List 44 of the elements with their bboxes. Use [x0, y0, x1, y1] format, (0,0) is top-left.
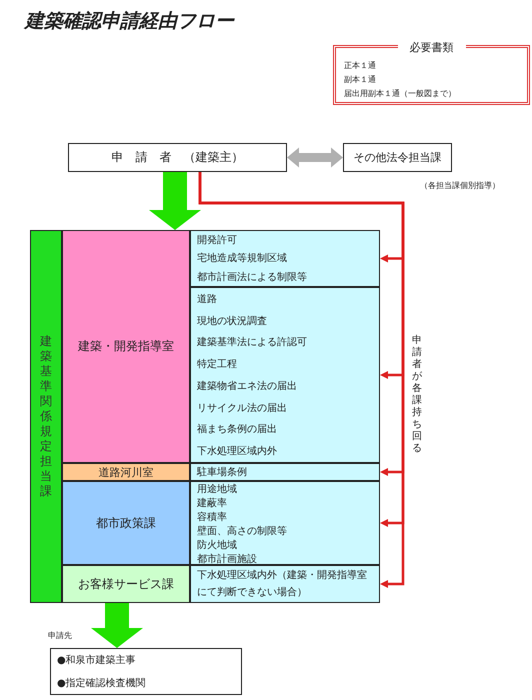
list-item: リサイクル法の届出 [197, 402, 288, 415]
list-item: 下水処理区域内外 [197, 444, 278, 458]
list-item: 建蔽率 [197, 496, 228, 510]
list-item: 副本１通 [344, 74, 377, 84]
list-item: 防火地域 [197, 538, 238, 552]
list-item: 建築物省エネ法の届出 [197, 380, 298, 393]
band-label: 建築基準関係規定担当課 [40, 334, 52, 499]
list-item: ●和泉市建築主事 [57, 654, 137, 668]
department-box: その他法令担当課 [343, 143, 452, 172]
note-text: （各担当課個別指導） [420, 180, 500, 191]
list-item: 特定工程 [197, 358, 238, 372]
list-item: 福まち条例の届出 [197, 422, 278, 436]
department-band [30, 230, 62, 603]
list-item: 都市計画法による制限等 [197, 270, 308, 284]
department-box: 道路河川室 [62, 463, 190, 481]
box-heading: 必要書類 [398, 40, 466, 55]
list-item: 道路 [197, 292, 218, 306]
list-item: 現地の状況調査 [197, 314, 268, 328]
requirement-box: 下水処理区域内外（建築・開発指導室にて判断できない場合） [190, 565, 380, 603]
requirement-box [190, 287, 380, 463]
vertical-note: 申請者が各課持ち回る [412, 335, 423, 455]
list-item: 用途地域 [197, 482, 238, 496]
list-item: 届出用副本１通（一般図まで） [344, 88, 457, 98]
department-box: 都市政策課 [62, 481, 190, 565]
destination-box [50, 648, 242, 695]
list-item: 壁面、高さの制限等 [197, 524, 288, 538]
department-box: お客様サービス課 [62, 565, 190, 603]
block-arrow [149, 172, 201, 230]
requirement-box [190, 481, 380, 565]
list-item: ●指定確認検査機関 [57, 676, 147, 690]
page-title: 建築確認申請経由フロー [25, 9, 234, 34]
list-item: 開発許可 [197, 234, 238, 248]
requirement-box [190, 230, 380, 287]
department-box: 建築・開発指導室 [62, 230, 190, 463]
requirement-box: 駐車場条例 [190, 463, 380, 481]
note-text: 申請先 [48, 630, 72, 641]
applicant-box: 申 請 者 （建築主） [68, 143, 287, 172]
list-item: 都市計画施設 [197, 552, 258, 566]
list-item: 正本１通 [344, 60, 377, 70]
list-item: 容積率 [197, 510, 228, 524]
block-arrow [287, 148, 343, 168]
list-item: 建築基準法による許認可 [197, 336, 308, 350]
list-item: 宅地造成等規制区域 [197, 252, 288, 266]
block-arrow [91, 603, 143, 648]
